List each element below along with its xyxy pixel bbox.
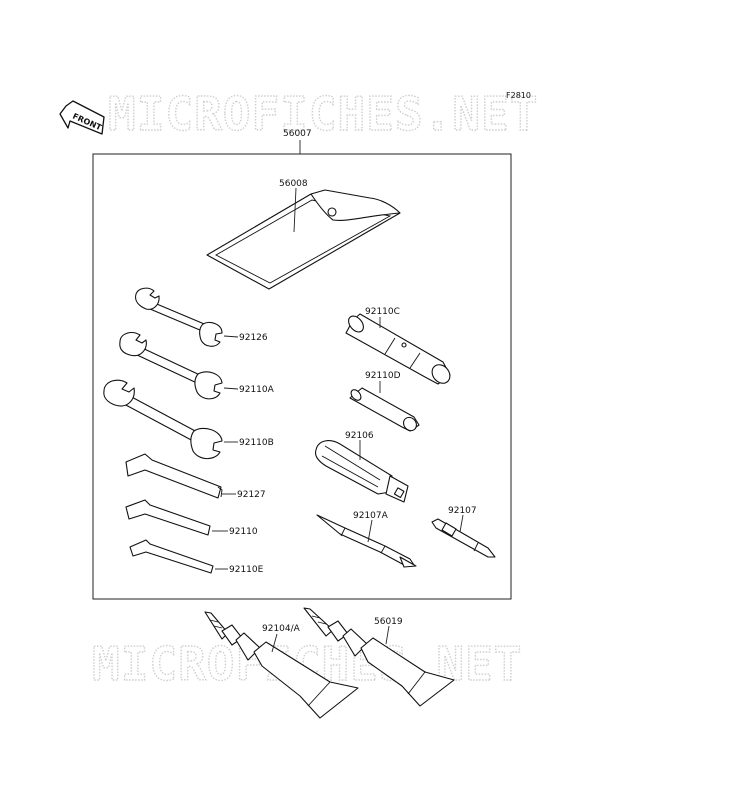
- label-grease-b: 56019: [374, 617, 403, 627]
- tool-bag: [206, 189, 401, 290]
- plug-spanner: [349, 387, 420, 432]
- kit-frame: [92, 153, 512, 600]
- label-grease-a: 92104/A: [262, 624, 301, 634]
- label-box-spanner: 92110C: [365, 307, 400, 317]
- label-handle: 92106: [345, 431, 374, 441]
- screwdriver-bit-b: [431, 518, 496, 558]
- label-hex-mid: 92110: [229, 527, 258, 537]
- front-arrow-icon: FRONT: [59, 100, 105, 135]
- label-hex-large: 92127: [237, 490, 266, 500]
- label-plug-spanner: 92110D: [365, 371, 401, 381]
- label-bag: 56008: [279, 179, 308, 189]
- screwdriver-bit-a: [316, 514, 417, 568]
- figure-code: F2810: [506, 91, 531, 100]
- label-kit: 56007: [283, 129, 312, 139]
- label-wrench-large: 92110B: [239, 438, 274, 448]
- wrench-mid: [119, 332, 223, 400]
- wrench-small: [135, 287, 223, 347]
- hex-key-large: [125, 453, 223, 499]
- label-hex-small: 92110E: [229, 565, 264, 575]
- watermark-top: MICROFICHES.NET: [108, 87, 538, 141]
- label-wrench-small: 92126: [239, 333, 268, 343]
- hex-key-small: [129, 539, 214, 574]
- wrench-large: [103, 379, 223, 460]
- label-screwdriver-a: 92107A: [353, 511, 389, 521]
- grease-tube-b: [303, 607, 455, 707]
- label-wrench-mid: 92110A: [239, 385, 275, 395]
- box-spanner: [345, 313, 451, 385]
- driver-handle: [314, 440, 409, 503]
- label-screwdriver-b: 92107: [448, 506, 477, 516]
- hex-key-mid: [125, 499, 211, 536]
- grease-tube-a: [204, 611, 359, 719]
